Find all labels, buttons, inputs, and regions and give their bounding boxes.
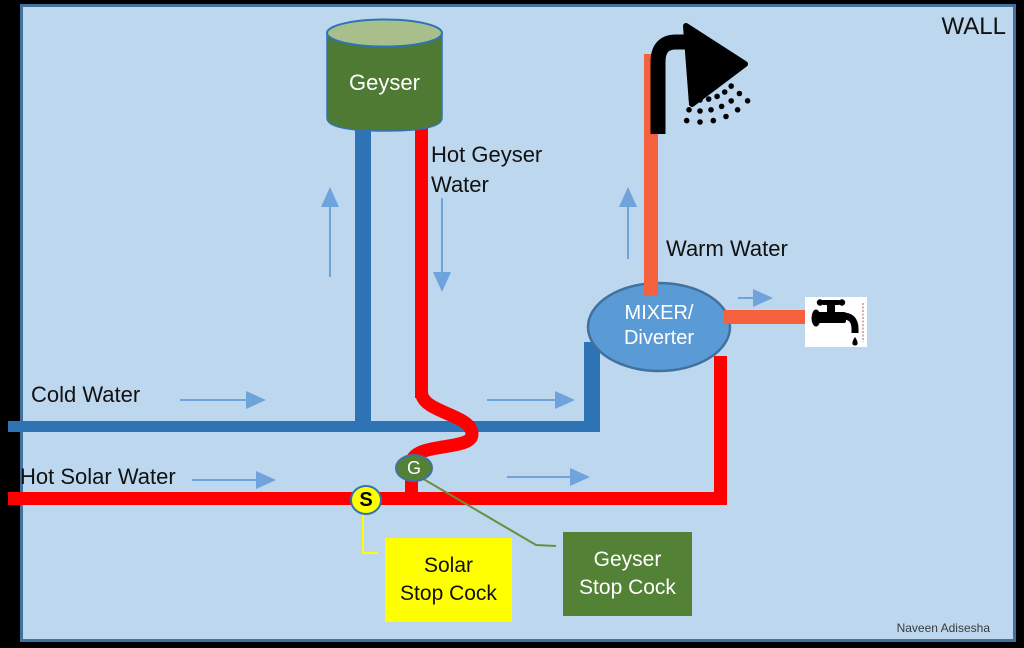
spray-dot — [728, 98, 734, 104]
tap-icon — [805, 297, 867, 347]
hot-geyser-down-pipe — [415, 118, 428, 398]
spray-dot — [690, 85, 697, 92]
spray-dot — [734, 107, 741, 113]
mixer-diverter-label: MIXER/ Diverter — [587, 301, 731, 351]
mixer-label-line2: Diverter — [623, 327, 694, 349]
spray-dot — [697, 75, 703, 81]
spray-dot — [703, 85, 710, 92]
mixer-label-line1: MIXER/ — [624, 302, 694, 324]
geyser-valve-symbol: G — [406, 458, 421, 478]
geyser-stop-cock-line1: Geyser — [593, 548, 662, 571]
flow-arrows — [180, 187, 773, 489]
spray-dot — [683, 117, 690, 124]
hot-geyser-water-label: Hot Geyser Water — [431, 140, 542, 200]
cold-water-label: Cold Water — [31, 382, 141, 407]
hot-geyser-crossover-pipe — [405, 390, 479, 498]
spray-dot — [721, 89, 728, 95]
spray-dot — [710, 117, 717, 124]
spray-dot — [697, 108, 703, 114]
spray-dot — [688, 96, 695, 102]
solar-stop-cock-line2: Stop Cock — [400, 582, 497, 605]
shower-icon — [650, 23, 751, 134]
spray-dot — [697, 86, 703, 92]
geyser-stop-cock-line2: Stop Cock — [579, 576, 676, 599]
solar-stop-cock-line1: Solar — [423, 554, 474, 577]
spray-dot — [723, 113, 729, 120]
warm-water-tap-pipe — [724, 310, 810, 324]
spray-dot — [709, 83, 716, 90]
geyser-tank-top — [326, 18, 443, 48]
cold-water-main-pipe — [8, 421, 600, 432]
geyser-stop-cock-box: Geyser Stop Cock — [563, 532, 692, 616]
solar-valve-symbol: S — [359, 489, 373, 511]
spray-dot — [720, 75, 726, 82]
cold-riser-to-mixer-pipe — [584, 342, 600, 432]
solar-stop-cock-valve — [350, 485, 382, 515]
spray-dot — [715, 80, 721, 86]
mixer-diverter-ellipse — [586, 281, 732, 373]
shower-head — [683, 23, 748, 107]
warm-water-label: Warm Water — [666, 236, 788, 261]
spray-dot — [697, 97, 703, 103]
geyser-stop-cock-valve — [395, 454, 433, 482]
shower-spray-dots — [683, 68, 751, 125]
spray-dot — [708, 107, 714, 113]
solar-stop-cock-box: Solar Stop Cock — [385, 538, 512, 622]
spray-dot — [697, 119, 703, 125]
spray-dot — [705, 96, 712, 102]
spray-dot — [693, 74, 699, 81]
spray-dot — [712, 68, 718, 75]
hot-geyser-water-line2: Water — [431, 172, 489, 197]
cold-inlet-geyser-pipe — [355, 118, 371, 432]
shower-arm — [650, 34, 688, 134]
author-credit: Naveen Adisesha — [896, 621, 990, 635]
geyser-valve-connector-line — [419, 476, 557, 547]
solar-valve-connector-line — [362, 513, 378, 554]
geyser-label: Geyser — [349, 70, 420, 95]
hot-solar-water-label: Hot Solar Water — [20, 464, 176, 489]
hot-geyser-water-line1: Hot Geyser — [431, 142, 543, 167]
geyser-tank-body — [326, 32, 443, 132]
tap-water-drop — [852, 337, 858, 346]
spray-dot — [714, 93, 720, 100]
spray-dot — [744, 98, 751, 104]
spray-dot — [686, 107, 692, 113]
wall-label: WALL — [941, 13, 1006, 40]
spray-dot — [718, 103, 725, 110]
spray-dot — [728, 83, 734, 89]
spray-dot — [736, 90, 743, 97]
hot-riser-to-mixer-pipe — [714, 356, 727, 505]
